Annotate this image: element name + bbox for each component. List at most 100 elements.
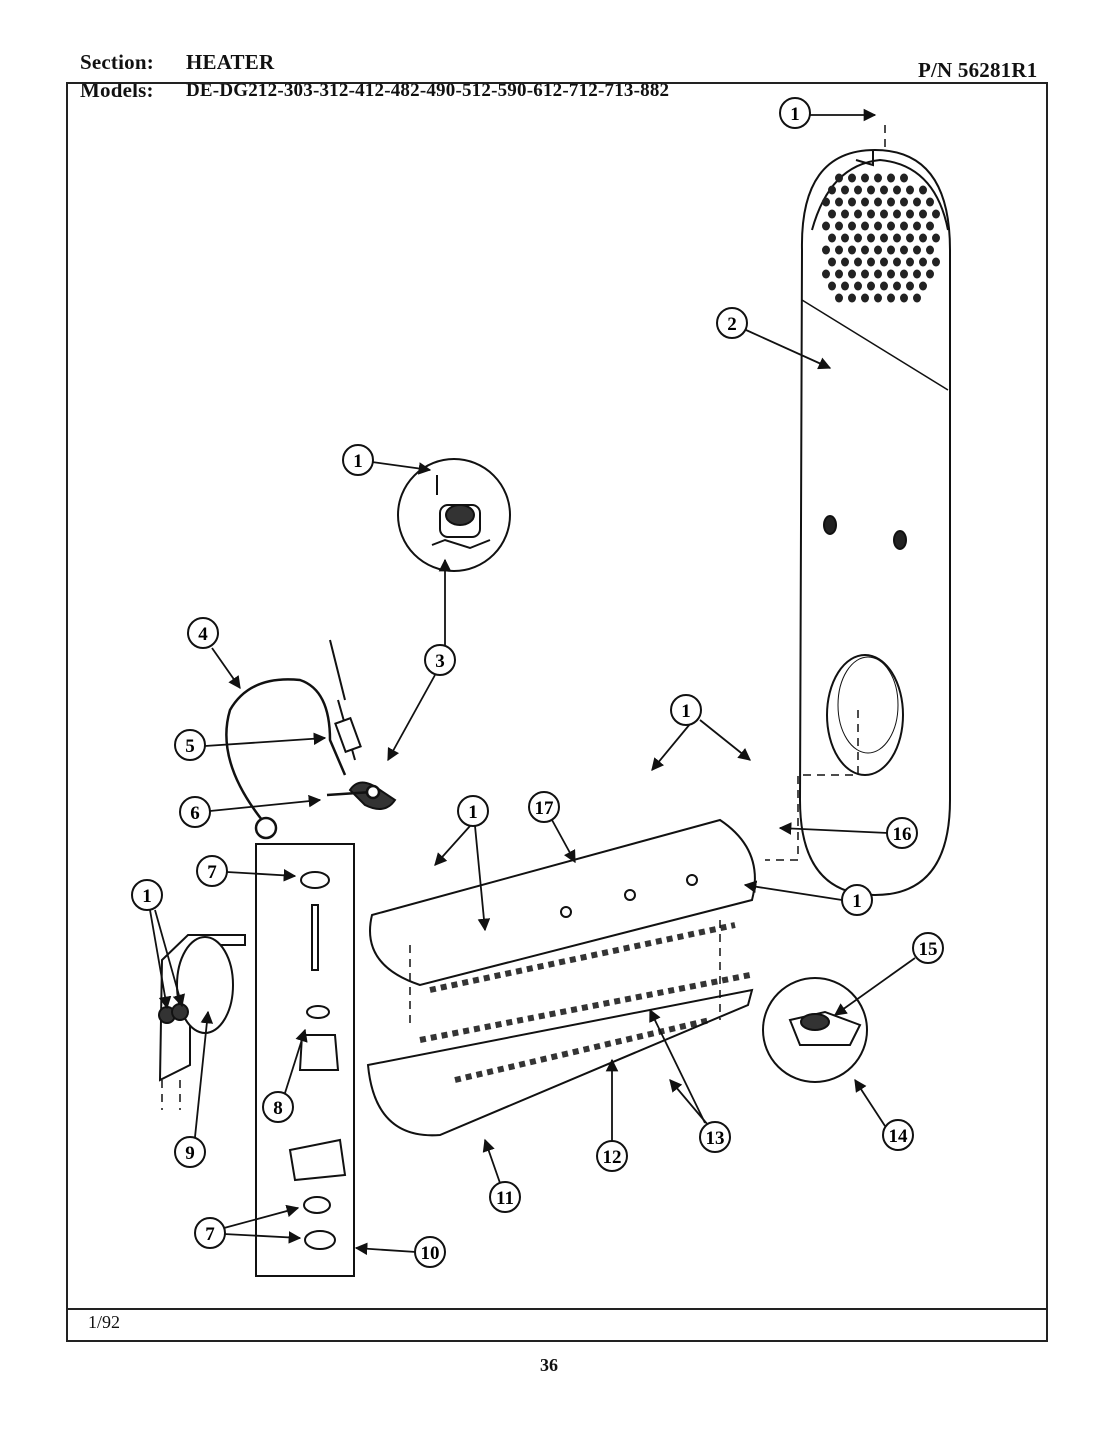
callout-number: 16 xyxy=(893,824,912,845)
callout-1: 1 xyxy=(434,795,491,932)
callout-13: 13 xyxy=(649,1008,731,1153)
callout-leader xyxy=(649,1008,706,1124)
callout-number: 12 xyxy=(603,1147,622,1168)
callout-circle xyxy=(131,879,163,911)
page-number: 36 xyxy=(540,1355,558,1375)
callout-8: 8 xyxy=(262,1028,308,1123)
thermostat-part xyxy=(329,458,511,810)
callout-number: 1 xyxy=(790,104,800,125)
callout-leader xyxy=(743,880,843,901)
callout-1: 1 xyxy=(779,97,877,129)
callout-leader xyxy=(669,1079,709,1126)
callout-number: 13 xyxy=(706,1128,725,1149)
callout-number: 1 xyxy=(468,802,478,823)
callout-1: 1 xyxy=(342,444,432,476)
callout-number: 9 xyxy=(185,1143,195,1164)
callout-circle xyxy=(716,307,748,339)
callout-number: 15 xyxy=(919,939,938,960)
callout-leader xyxy=(223,1204,300,1229)
callout-circle xyxy=(174,729,206,761)
callout-1: 1 xyxy=(743,880,873,916)
callout-7: 7 xyxy=(196,855,297,887)
callout-leader xyxy=(434,825,471,866)
callout-circle xyxy=(886,817,918,849)
diagram-frame xyxy=(66,82,1048,1342)
callout-circle xyxy=(489,1181,521,1213)
assembly-leader-lines xyxy=(161,125,886,1110)
callout-11: 11 xyxy=(482,1138,521,1213)
callout-circle xyxy=(262,1091,294,1123)
section-label: Section: xyxy=(80,50,154,74)
callout-4: 4 xyxy=(187,617,241,690)
callout-16: 16 xyxy=(778,817,918,849)
callout-number: 1 xyxy=(681,701,691,722)
callout-circle xyxy=(779,97,811,129)
section-value: HEATER xyxy=(186,50,275,74)
callout-circle xyxy=(670,694,702,726)
callout-circle xyxy=(424,644,456,676)
callout-7: 7 xyxy=(194,1204,302,1249)
callout-leader xyxy=(194,1010,214,1138)
callout-1: 1 xyxy=(651,694,751,771)
callout-number: 2 xyxy=(727,314,737,335)
callout-leader xyxy=(284,1028,308,1094)
callout-leader xyxy=(154,909,185,1008)
callout-leader xyxy=(474,825,491,932)
callout-14: 14 xyxy=(854,1078,914,1151)
heater-top-shell-part xyxy=(369,818,756,987)
callout-10: 10 xyxy=(354,1236,446,1268)
callout-leader xyxy=(745,329,832,370)
wire-harness-part xyxy=(225,678,381,840)
callout-leader xyxy=(482,1138,501,1184)
callout-leader xyxy=(211,647,241,690)
callout-circle xyxy=(174,1136,206,1168)
part-number: P/N 56281R1 xyxy=(918,58,1038,82)
callout-17: 17 xyxy=(528,791,576,864)
callout-leader xyxy=(223,1231,302,1244)
callout-number: 5 xyxy=(185,736,195,757)
callout-circle xyxy=(528,791,560,823)
callout-leader xyxy=(354,1242,417,1256)
callout-number: 14 xyxy=(889,1126,909,1147)
duct-perforation-grid: /* placeholder for static content */ xyxy=(822,173,940,303)
callout-1: 1 xyxy=(131,879,185,1010)
callout-number: 7 xyxy=(205,1224,215,1245)
callout-number: 1 xyxy=(852,891,862,912)
callout-number: 1 xyxy=(353,451,363,472)
callout-leader xyxy=(226,869,297,882)
callout-number: 6 xyxy=(190,803,200,824)
callout-leader xyxy=(854,1078,886,1127)
callout-leader xyxy=(551,819,576,864)
callout-circle xyxy=(187,617,219,649)
callout-circle xyxy=(196,855,228,887)
callout-circle xyxy=(912,932,944,964)
callout-5: 5 xyxy=(174,729,327,761)
callout-number: 8 xyxy=(273,1098,283,1119)
callout-circle xyxy=(882,1119,914,1151)
callout-15: 15 xyxy=(833,932,944,1016)
callout-circle xyxy=(841,884,873,916)
callout-circle xyxy=(457,795,489,827)
footer-divider xyxy=(66,1308,1048,1310)
callout-circle xyxy=(194,1217,226,1249)
callout-number: 7 xyxy=(207,862,217,883)
callout-leader xyxy=(833,957,916,1016)
callout-circle xyxy=(414,1236,446,1268)
models-value: DE-DG212-303-312-412-482-490-512-590-612… xyxy=(186,80,670,101)
callout-number: 11 xyxy=(496,1188,514,1209)
callout-number: 10 xyxy=(421,1243,440,1264)
callout-circle xyxy=(699,1121,731,1153)
callout-3: 3 xyxy=(387,558,456,762)
callout-number: 1 xyxy=(142,886,152,907)
callout-leader xyxy=(651,723,691,771)
callout-9: 9 xyxy=(174,1010,214,1168)
callout-leader xyxy=(204,732,327,747)
callout-2: 2 xyxy=(716,307,832,370)
callout-leader xyxy=(149,909,172,1010)
revision-date: 1/92 xyxy=(88,1312,121,1332)
heater-duct-part xyxy=(798,148,951,897)
callout-leader xyxy=(209,794,322,812)
callout-leader xyxy=(371,461,432,475)
